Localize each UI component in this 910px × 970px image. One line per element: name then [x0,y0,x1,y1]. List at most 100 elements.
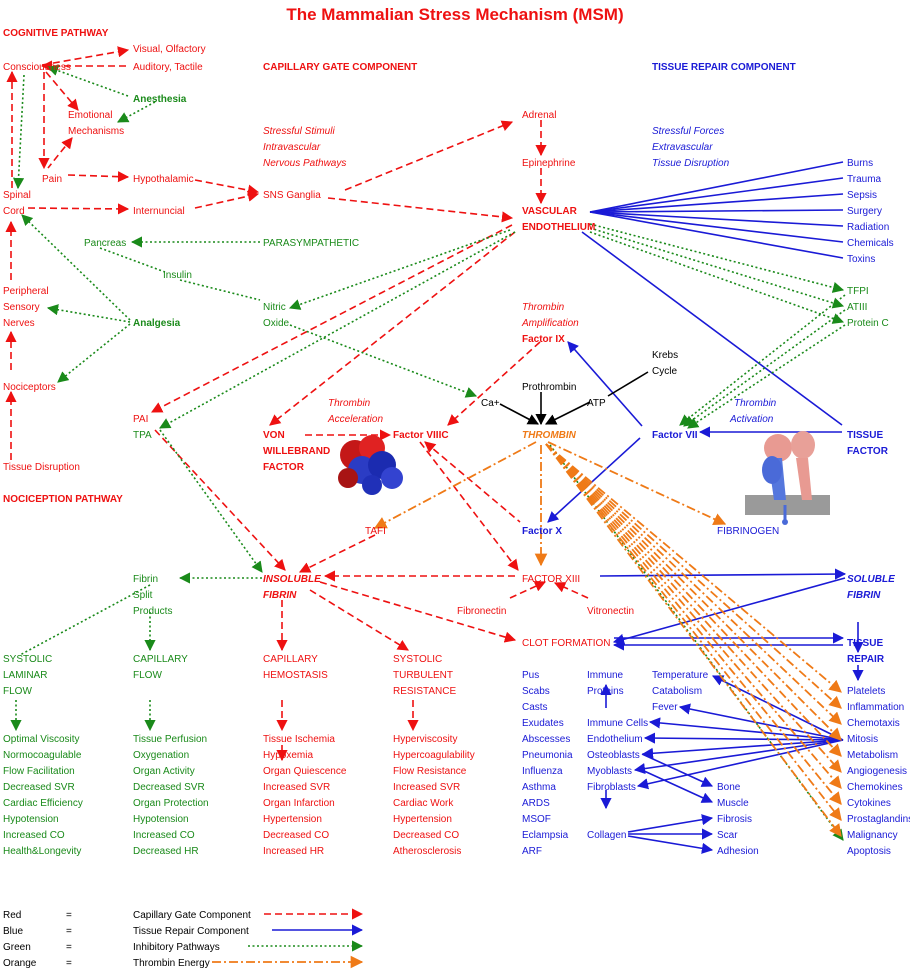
list-item: Hyperviscosity [393,734,457,745]
section-tissue-repair: TISSUE REPAIR COMPONENT [652,62,796,73]
node-adrenal: Adrenal [522,110,556,121]
node-krebs-2: Cycle [652,366,677,377]
von-willebrand-protein-model [338,435,403,495]
node-sns-ganglia: SNS Ganglia [263,190,321,201]
list-item: Increased CO [3,830,65,841]
forces-1: Stressful Forces [652,126,724,137]
list-blue2: Immune CellsEndotheliumOsteoblastsMyobla… [587,718,648,793]
node-fibrin-2: Split [133,590,153,601]
list-item: Organ Quiescence [263,766,347,777]
node-factor-viii: Factor VIIIC [393,430,449,441]
list-item: Adhesion [717,846,759,857]
list-item: Health&Longevity [3,846,81,857]
list-item: ARDS [522,798,550,809]
node-tafi: TAFI [365,526,386,537]
list-item: Chemotaxis [847,718,900,729]
section-capillary: CAPILLARY GATE COMPONENT [263,62,417,73]
flow-header: HEMOSTASIS [263,670,328,681]
inhibitor-item: ATIII [847,302,867,313]
list-item: Immune Cells [587,718,648,729]
list-item: Oxygenation [133,750,189,761]
flow-header: FLOW [133,670,162,681]
inhibitor-item: Protein C [847,318,889,329]
node-fibronectin: Fibronectin [457,606,506,617]
legend-desc: Thrombin Energy [133,958,210,969]
list-item: Organ Protection [133,798,209,809]
node-spinal-1: Spinal [3,190,31,201]
center-nodes: Thrombin Amplification Factor IX Krebs C… [457,302,779,649]
node-factor-vii: Factor VII [652,430,698,441]
list-item: Asthma [522,782,556,793]
list-item: Scabs [522,686,550,697]
list-item: ARF [522,846,542,857]
legend-eq: = [66,958,72,969]
list-item: Fibroblasts [587,782,636,793]
node-soluble-2: FIBRIN [847,590,881,601]
node-epinephrine: Epinephrine [522,158,576,169]
list-item: Chemokines [847,782,903,793]
list-item: Hypoxemia [263,750,313,761]
node-catabolism: Catabolism [652,686,702,697]
list-blue1: PusScabsCastsExudatesAbscessesPneumoniaI… [522,670,573,857]
cause-item: Surgery [847,206,882,217]
list-item: Scar [717,830,738,841]
page-title: The Mammalian Stress Mechanism (MSM) [286,5,623,24]
node-tissue-disruption: Tissue Disruption [3,462,80,473]
node-fibrin-1: Fibrin [133,574,158,585]
section-nociception: NOCICEPTION PATHWAY [3,494,123,505]
node-peripheral-3: Nerves [3,318,35,329]
node-pai: PAI [133,414,148,425]
flow-header: SYSTOLIC [393,654,442,665]
node-ca: Ca+ [481,398,500,409]
cause-item: Burns [847,158,873,169]
node-krebs-1: Krebs [652,350,678,361]
node-clot-formation: CLOT FORMATION [522,638,611,649]
list-item: Flow Resistance [393,766,467,777]
stim-3: Nervous Pathways [263,158,346,169]
cause-item: Trauma [847,174,882,185]
legend-eq: = [66,910,72,921]
node-tissue-factor-2: FACTOR [847,446,889,457]
cause-item: Radiation [847,222,889,233]
list-item: Mitosis [847,734,878,745]
node-fibrin-3: Products [133,606,172,617]
node-nitric-1: Nitric [263,302,286,313]
node-factor-x: Factor X [522,526,562,537]
list-item: Muscle [717,798,749,809]
cognitive-nodes: Visual, Olfactory Auditory, Tactile Cons… [3,44,206,473]
black-connectors [499,371,649,426]
list-item: Bone [717,782,741,793]
list-item: Eclampsia [522,830,569,841]
node-fever: Fever [652,702,678,713]
node-insulin: Insulin [163,270,192,281]
blue-connectors [547,161,864,854]
list-item: Increased SVR [393,782,460,793]
node-vascular-1: VASCULAR [522,206,578,217]
list-blue4: PlateletsInflammationChemotaxisMitosisMe… [847,686,910,857]
list-item: Abscesses [522,734,570,745]
node-pancreas: Pancreas [84,238,126,249]
node-atp: ATP [587,398,606,409]
thr-acc-1: Thrombin [328,398,371,409]
list-item: Hypertension [393,814,452,825]
capillary-nodes: Stressful Stimuli Intravascular Nervous … [133,110,595,617]
node-anesthesia: Anesthesia [133,94,187,105]
list-item: Increased HR [263,846,324,857]
thr-act-2: Activation [729,414,774,425]
legend-eq: = [66,926,72,937]
node-insoluble-2: FIBRIN [263,590,297,601]
list-item: Hypercoagulability [393,750,475,761]
stim-2: Intravascular [263,142,321,153]
thr-amp-1: Thrombin [522,302,565,313]
list-item: Decreased HR [133,846,199,857]
cause-item: Toxins [847,254,875,265]
node-nitric-2: Oxide [263,318,290,329]
list-item: Decreased CO [263,830,329,841]
legend-desc: Capillary Gate Component [133,910,251,921]
node-tpa: TPA [133,430,152,441]
